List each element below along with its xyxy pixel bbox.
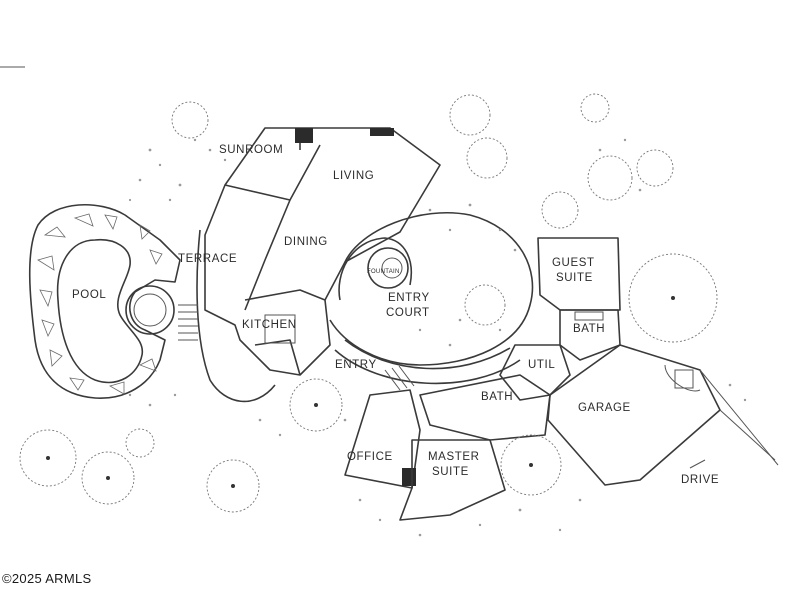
room-label-living: LIVING <box>333 170 375 182</box>
tree-north-1 <box>466 137 508 179</box>
room-label-dining: DINING <box>284 236 328 248</box>
gallery-arc-outer <box>334 349 521 385</box>
room-label-pool: POOL <box>72 289 107 301</box>
entry-court-inner-wall <box>338 237 412 301</box>
room-label-entry-court-line2: COURT <box>386 307 430 319</box>
tree-north-2 <box>587 155 633 201</box>
shrub-stipple <box>128 138 747 537</box>
tree-north-4 <box>580 93 610 123</box>
landscape-trees <box>19 93 718 513</box>
garage-outline <box>547 344 721 486</box>
fountain-inner <box>381 257 403 279</box>
room-label-master-bath: BATH <box>481 391 514 403</box>
spa-outline <box>125 285 175 335</box>
tree-master <box>500 434 562 496</box>
office-outline <box>344 389 421 489</box>
master-bath-outline <box>419 374 551 441</box>
drive-edges <box>689 369 779 469</box>
room-label-sunroom: SUNROOM <box>219 144 284 156</box>
entry-court-wall <box>329 211 534 366</box>
room-label-garage: GARAGE <box>578 402 631 414</box>
room-label-master-suite-line1: MASTER <box>428 451 480 463</box>
entry-steps <box>384 365 415 391</box>
house-west-wing <box>204 127 441 376</box>
garden-wall-curve <box>196 229 276 403</box>
room-label-master-suite-line2: SUITE <box>432 466 469 478</box>
room-label-guest-bath: BATH <box>573 323 606 335</box>
master-suite-outline <box>399 439 506 521</box>
room-label-fountain: FOUNTAIN <box>367 269 400 275</box>
copyright-notice: ©2025 ARMLS <box>2 571 92 586</box>
pool-steps <box>178 304 198 341</box>
guest-bath-outline <box>559 309 621 361</box>
gallery-arc-inner <box>344 339 511 370</box>
tree-north-3 <box>636 149 674 187</box>
garage-fixture <box>674 369 694 389</box>
garage-door <box>664 364 701 392</box>
tree-court <box>464 284 506 326</box>
wall-block-living <box>295 128 313 143</box>
room-label-util: UTIL <box>528 359 556 371</box>
tree-large-east <box>628 253 718 343</box>
room-label-entry: ENTRY <box>335 359 377 371</box>
room-label-guest-suite-line2: SUITE <box>556 272 593 284</box>
room-label-entry-court-line1: ENTRY <box>388 292 430 304</box>
tree-sw-1 <box>19 429 77 487</box>
tree-entry <box>289 378 343 432</box>
tree-north-5 <box>449 94 491 136</box>
room-label-office: OFFICE <box>347 451 393 463</box>
tree-nw <box>171 101 209 139</box>
room-label-kitchen: KITCHEN <box>242 319 297 331</box>
tree-sw-4 <box>125 428 155 458</box>
guest-bath-vanity <box>574 311 604 321</box>
flagstone-pattern <box>37 213 163 395</box>
room-label-guest-suite-line1: GUEST <box>552 257 595 269</box>
pool-deck-outline <box>28 203 181 399</box>
room-label-terrace: TERRACE <box>178 253 238 265</box>
kitchen-island <box>264 314 296 344</box>
tree-sw-3 <box>206 459 260 513</box>
wall-block-living-east <box>370 128 394 136</box>
pool-outline <box>56 239 144 384</box>
tree-guest <box>541 191 579 229</box>
tree-sw-2 <box>81 451 135 505</box>
fountain-outline <box>367 247 409 289</box>
office-fireplace <box>402 468 416 486</box>
spa-inner <box>133 293 167 327</box>
room-label-drive: DRIVE <box>681 474 720 486</box>
